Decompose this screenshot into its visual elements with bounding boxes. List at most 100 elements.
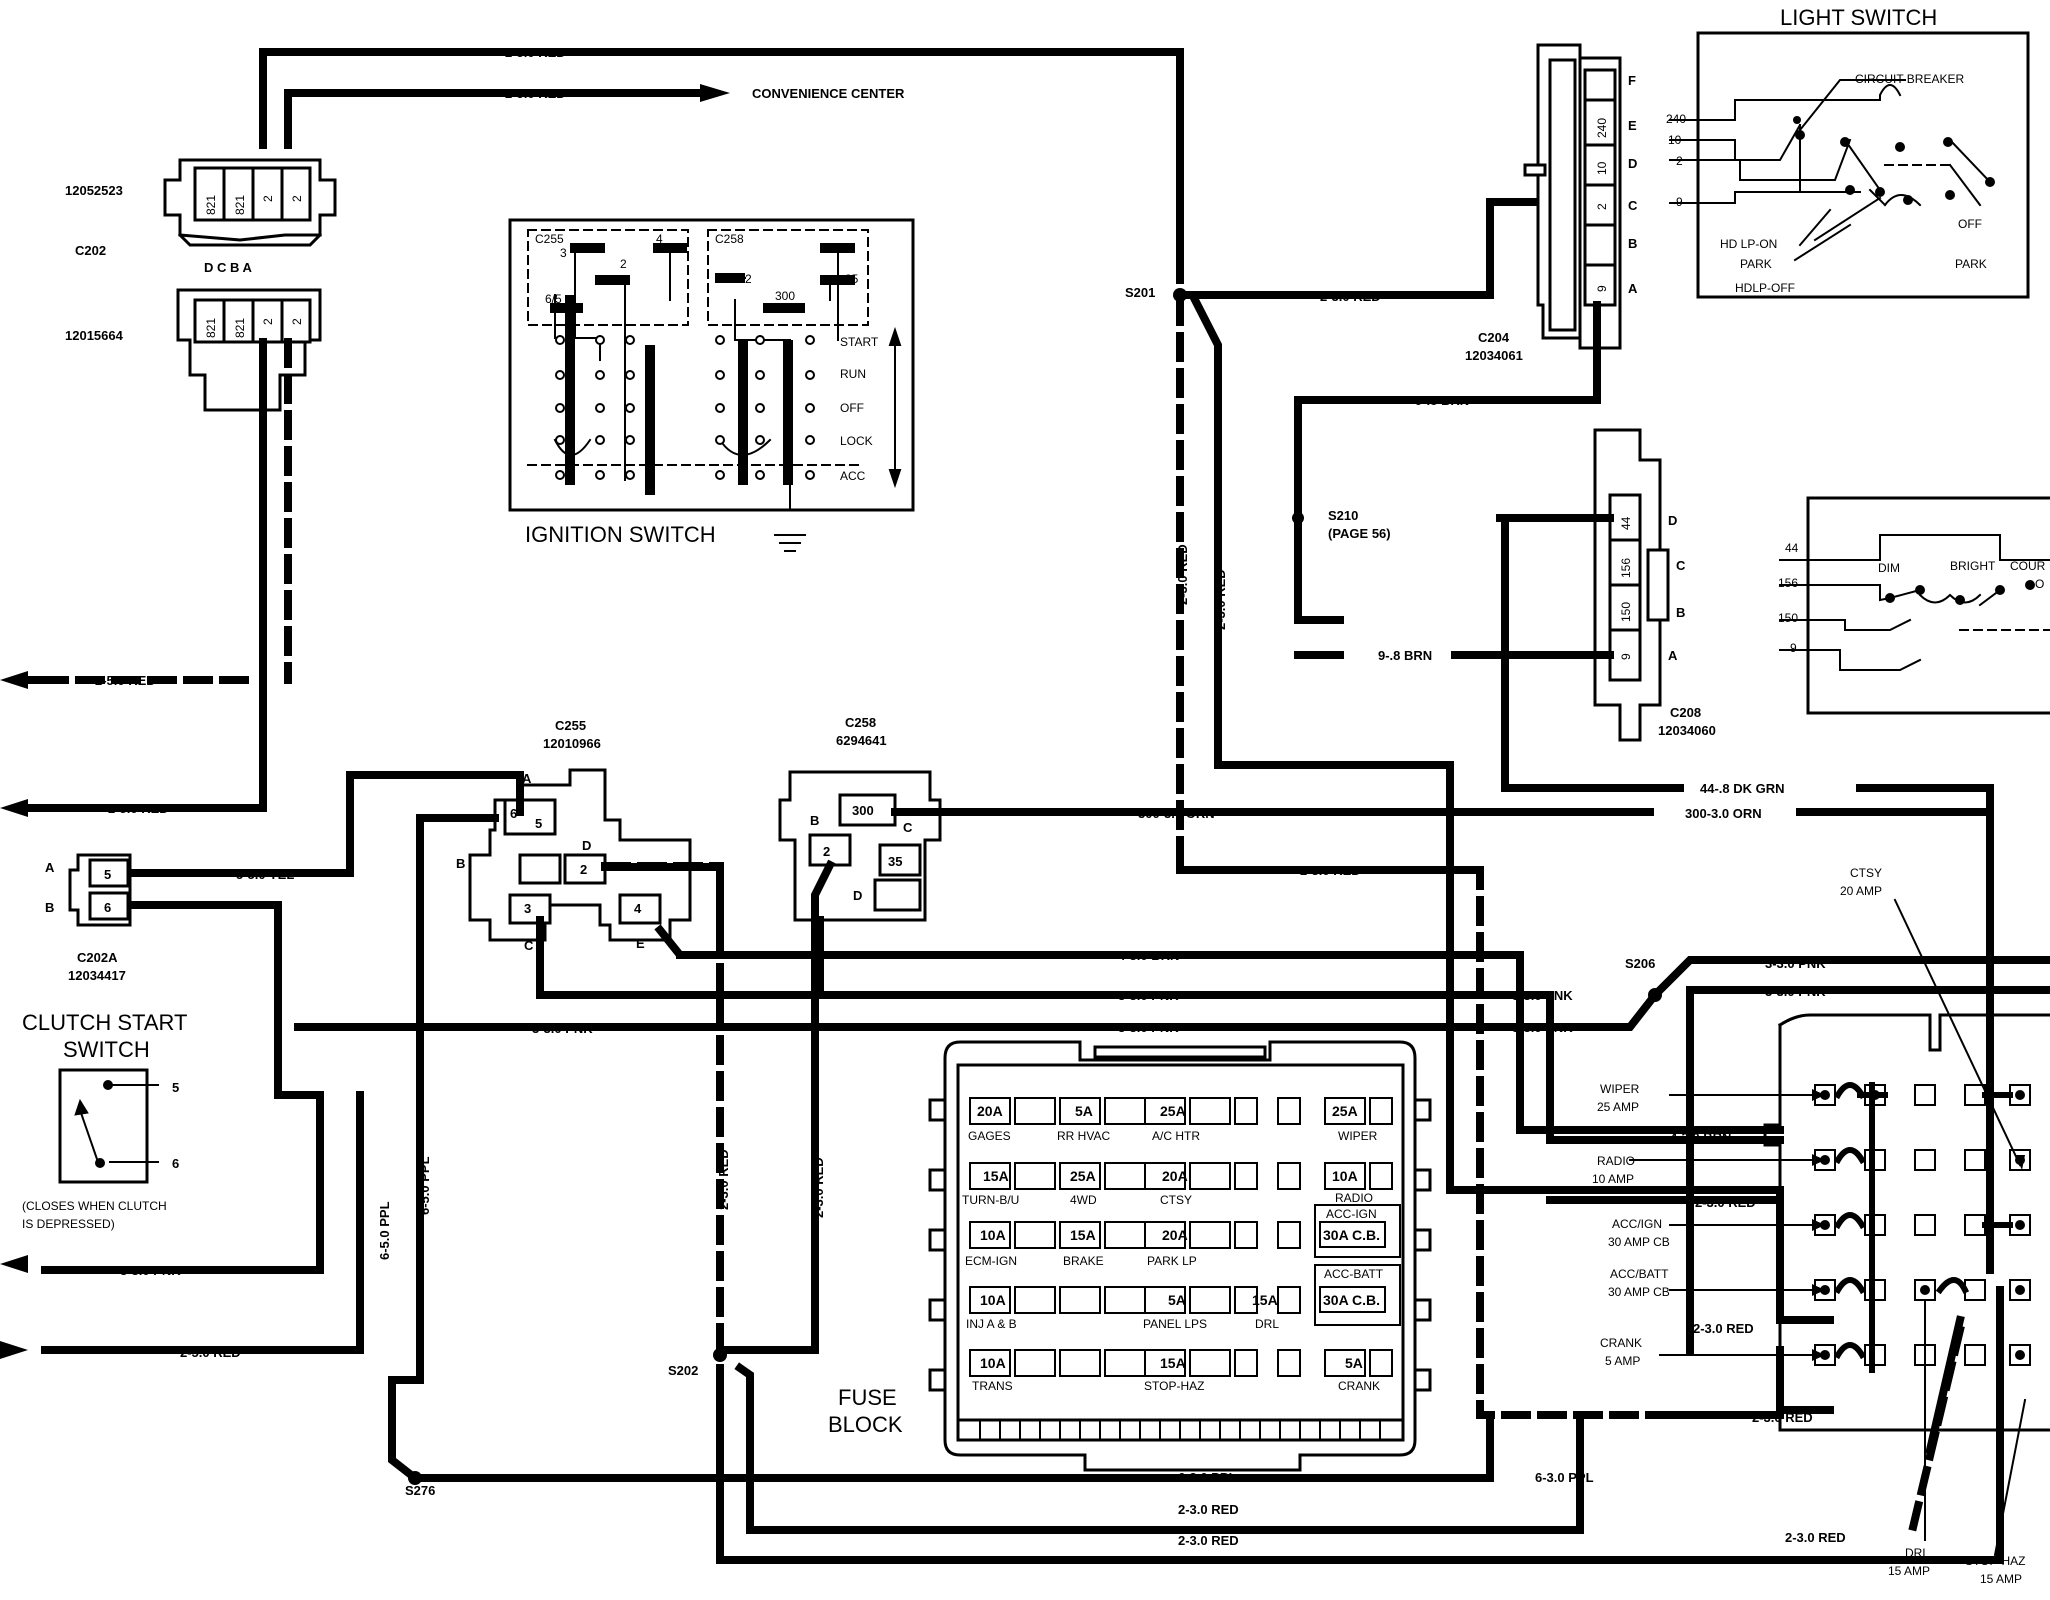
splice-s210-label: S210: [1328, 508, 1358, 523]
wire-ppl-bottom: [411, 1416, 1494, 1482]
label-w-pnk-left: 3-3.0 PNK: [120, 1263, 181, 1278]
fuse-name: INJ A & B: [966, 1317, 1017, 1331]
wire-red-convenience: [284, 89, 704, 149]
c208-letter: C: [1676, 558, 1686, 573]
clutch-pin5: 5: [172, 1080, 179, 1095]
c202a-label: C202A: [77, 950, 118, 965]
splice-s206-label: S206: [1625, 956, 1655, 971]
c208-pin: 44: [1619, 516, 1633, 530]
fuse-amp: 20A: [1162, 1168, 1188, 1184]
label-w-brn-fb: 4-3.0 BRN: [1670, 1130, 1731, 1145]
fuse-amp: 5A: [1075, 1103, 1093, 1119]
fuse-amp: 25A: [1070, 1168, 1096, 1184]
convenience-center-fuses: [1833, 1082, 2013, 1373]
light-switch-hdlp-off: HDLP-OFF: [1735, 281, 1795, 295]
dimmer-bright: BRIGHT: [1950, 559, 1996, 573]
c258-letter: C: [903, 820, 913, 835]
ignition-pin: 300: [775, 289, 795, 303]
dimmer-switch-box: [1806, 496, 2050, 715]
light-switch-cb: CIRCUIT BREAKER: [1855, 72, 1964, 86]
c255-pin: 4: [634, 901, 642, 916]
dimmer-wire-156: 156: [1778, 576, 1798, 590]
wire-red-c255-s202: [601, 862, 724, 1359]
label-w-pnk2: 3-3.0 PNK: [1118, 1020, 1179, 1035]
c204-part: 12034061: [1465, 348, 1523, 363]
wire-pnk-c255-s206: [536, 916, 1494, 999]
clutch-note2: IS DEPRESSED): [22, 1217, 115, 1231]
c204-letter: C: [1628, 198, 1638, 213]
label-c202: C202: [75, 243, 106, 258]
c204-letter: E: [1628, 118, 1637, 133]
ignition-position-run: RUN: [840, 367, 866, 381]
fuse-name: 4WD: [1070, 1193, 1097, 1207]
fuse-cb-name: ACC-IGN: [1326, 1207, 1377, 1221]
ignition-pin: 35: [845, 272, 859, 286]
splice-dots: [408, 288, 1662, 1485]
dimmer-courtesy: COUR: [2010, 559, 2046, 573]
c204-label: C204: [1478, 330, 1510, 345]
callout-accbatt-amp: 30 AMP CB: [1608, 1285, 1670, 1299]
ignition-position-off: OFF: [840, 401, 864, 415]
fuse-block-teeth: [979, 1419, 1381, 1441]
c204-letter: D: [1628, 156, 1637, 171]
light-switch-wire-240: 240: [1666, 112, 1686, 126]
label-w-brn2: 9-.8 BRN: [1378, 648, 1432, 663]
fuse-name: BRAKE: [1063, 1254, 1104, 1268]
wire-red-s201-c204: [1176, 198, 1589, 299]
label-w-left618: 2-5.0 RED: [108, 801, 169, 816]
dimmer-courtesy2: O: [2035, 577, 2044, 591]
label-v-red3: 2-3.0 RED: [716, 1149, 731, 1210]
label-v-ppl1: 6-5.0 PPL: [417, 1156, 432, 1215]
arrow-left-808: [0, 799, 28, 817]
label-w-red-bottom-left: 2-5.0 RED: [180, 1345, 241, 1360]
light-switch-wire-10: 10: [1668, 133, 1682, 147]
c208-label: C208: [1670, 705, 1701, 720]
callout-stophaz: STOP-HAZ: [1965, 1554, 2025, 1568]
ignition-detent-dots: [555, 335, 815, 480]
c208-letter: B: [1676, 605, 1685, 620]
light-switch-wire-2: 2: [1676, 154, 1683, 168]
c258-letter: B: [810, 813, 819, 828]
label-w-pnk5: 3-3.0 PNK: [1512, 1020, 1573, 1035]
ignition-c258-label: C258: [715, 232, 744, 246]
fuse-name: STOP-HAZ: [1144, 1379, 1204, 1393]
label-w-dkgrn: 44-.8 DK GRN: [1700, 781, 1785, 796]
c202a-part: 12034417: [68, 968, 126, 983]
dimmer-dots: [1885, 580, 2035, 605]
c258-pin: 2: [823, 844, 830, 859]
dimmer-wire-150: 150: [1778, 611, 1798, 625]
wire-red-fb-right: [1646, 1266, 1834, 1419]
c204-pin: 240: [1595, 118, 1609, 138]
light-switch-internals: [1669, 79, 1992, 262]
fuse-amp: 10A: [980, 1292, 1006, 1308]
splice-s201-label: S201: [1125, 285, 1155, 300]
wire-red-s202-down: [716, 1362, 1684, 1564]
fuse-name: TRANS: [972, 1379, 1013, 1393]
ignition-position-acc: ACC: [840, 469, 866, 483]
label-c202-part-bottom: 12015664: [65, 328, 124, 343]
ignition-position-start: START: [840, 335, 879, 349]
fuse-amp: 10A: [980, 1355, 1006, 1371]
fuse-name: A/C HTR: [1152, 1129, 1200, 1143]
fuse-name: DRL: [1255, 1317, 1279, 1331]
callout-wiper: WIPER: [1600, 1082, 1640, 1096]
c204-letter: A: [1628, 281, 1638, 296]
label-w-red-fb3: 2-3.0 RED: [1752, 1410, 1813, 1425]
label-w-pnk7: 3-3.0 PNK: [1765, 984, 1826, 999]
fuse-block-title2: BLOCK: [828, 1412, 903, 1437]
wire-pnk-c258-s206: [294, 916, 1494, 1031]
label-v-ppl2: 6-5.0 PPL: [377, 1201, 392, 1260]
ignition-pin: 6/5: [545, 292, 562, 306]
callout-stophaz-amp: 15 AMP: [1980, 1572, 2022, 1586]
splice-s210-page: (PAGE 56): [1328, 526, 1391, 541]
c204-letter: B: [1628, 236, 1637, 251]
ignition-switch-title: IGNITION SWITCH: [525, 522, 716, 547]
callout-drl-amp: 15 AMP: [1888, 1564, 1930, 1578]
c255-letter: C: [524, 938, 534, 953]
label-w-pnk1: 3-3.0 PNK: [1118, 988, 1179, 1003]
light-switch-off: OFF: [1958, 217, 1982, 231]
c202-pin: 2: [290, 195, 304, 202]
clutch-switch-arrow: [74, 1098, 89, 1116]
c202-pin: 821: [204, 195, 218, 215]
c255-letter: E: [636, 936, 645, 951]
